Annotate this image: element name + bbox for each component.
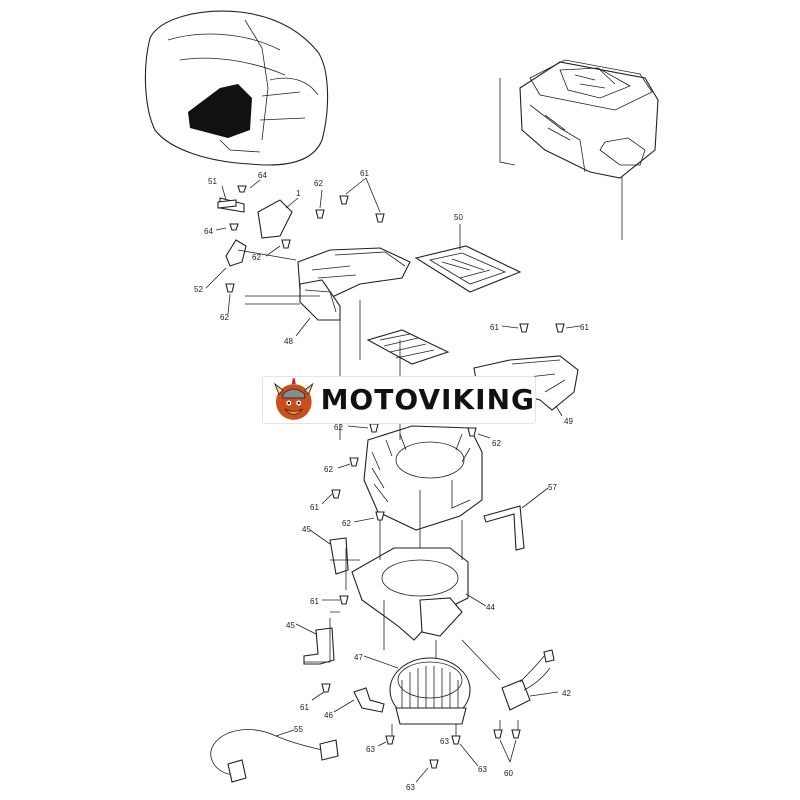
seal-57	[483, 505, 525, 551]
callout-47: 47	[354, 653, 363, 662]
callout-61: 61	[580, 323, 589, 332]
callout-63: 63	[366, 745, 375, 754]
callout-62: 62	[342, 519, 351, 528]
callout-45: 45	[286, 621, 295, 630]
filter-element	[366, 329, 450, 365]
brand-name: MOTOVIKING	[320, 383, 535, 416]
bracket-45-upper	[329, 537, 349, 575]
callout-62: 62	[252, 253, 261, 262]
connector-46	[353, 687, 385, 713]
callout-1: 1	[296, 189, 301, 198]
brand-banner: MOTOVIKING	[262, 376, 536, 424]
callout-49: 49	[564, 417, 573, 426]
callout-60: 60	[504, 769, 513, 778]
callout-48: 48	[284, 337, 293, 346]
hvac-assembly-inset	[499, 59, 659, 240]
blower-lower-case-44	[351, 547, 469, 641]
callout-62: 62	[334, 423, 343, 432]
callout-45: 45	[302, 525, 311, 534]
blower-motor-47	[389, 657, 471, 725]
callout-62: 62	[324, 465, 333, 474]
callout-63: 63	[440, 737, 449, 746]
callout-labels: 51 64 1 64 62 61 62 52 62 48 50 61 61 49…	[194, 169, 589, 792]
callout-61: 61	[490, 323, 499, 332]
bracket-45-lower	[303, 627, 335, 665]
callout-46: 46	[324, 711, 333, 720]
callout-55: 55	[294, 725, 303, 734]
callout-50: 50	[454, 213, 463, 222]
callout-61: 61	[300, 703, 309, 712]
callout-42: 42	[562, 689, 571, 698]
callout-63: 63	[406, 783, 415, 792]
callout-62: 62	[314, 179, 323, 188]
callout-64: 64	[258, 171, 267, 180]
viking-mascot-logo	[273, 378, 314, 420]
callout-61: 61	[360, 169, 369, 178]
callout-62: 62	[492, 439, 501, 448]
callout-44: 44	[486, 603, 495, 612]
blower-upper-case	[363, 425, 483, 531]
assembly-guide-lines	[237, 249, 519, 736]
callout-61: 61	[310, 597, 319, 606]
callout-52: 52	[194, 285, 203, 294]
callout-51: 51	[208, 177, 217, 186]
harness-55	[210, 729, 339, 783]
cabin-filter-50	[414, 245, 522, 293]
leader-lines	[205, 177, 581, 783]
dashboard-illustration	[144, 10, 329, 166]
resistor-42	[501, 649, 555, 711]
callout-62: 62	[220, 313, 229, 322]
callout-63: 63	[478, 765, 487, 774]
fasteners	[217, 185, 565, 769]
callout-57: 57	[548, 483, 557, 492]
callout-61: 61	[310, 503, 319, 512]
callout-64: 64	[204, 227, 213, 236]
